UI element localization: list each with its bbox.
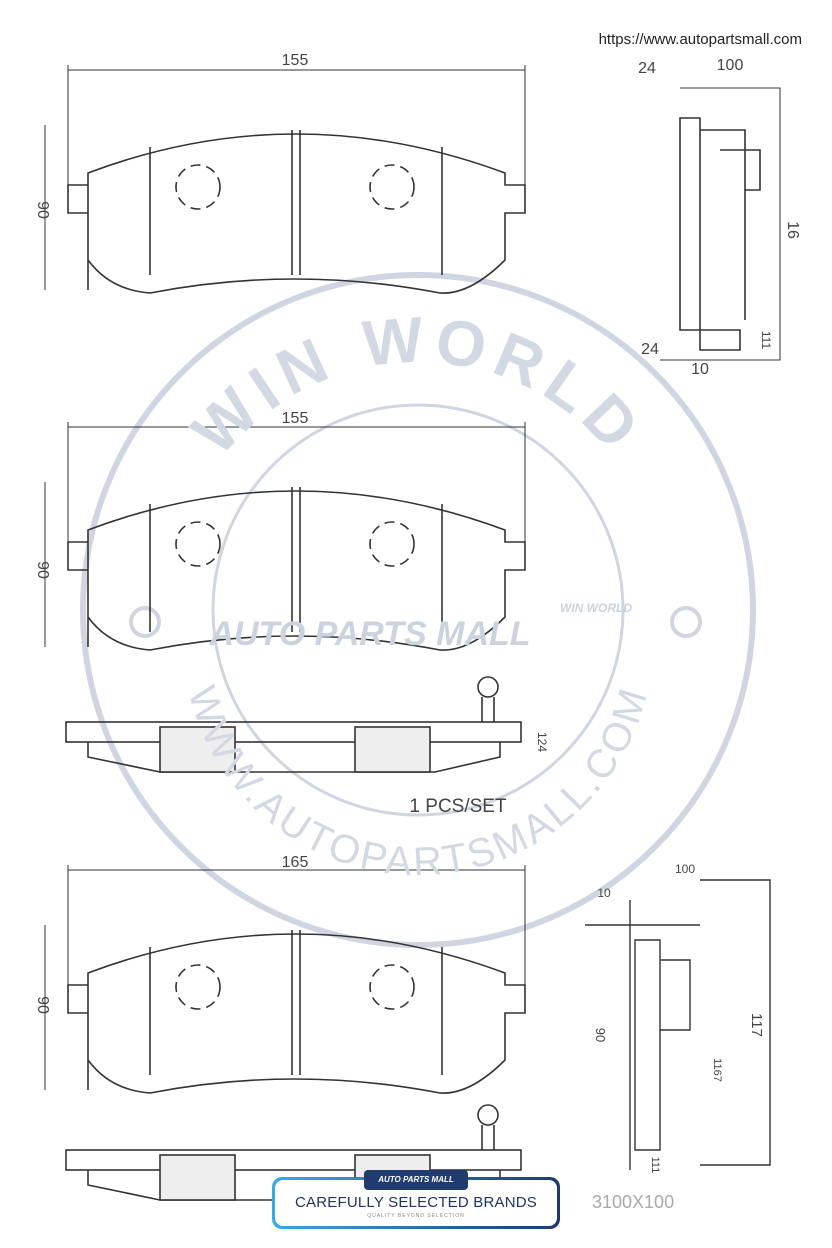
pad-slot <box>149 130 443 275</box>
watermark-logo: AUTO PARTS MALL <box>208 615 530 653</box>
pad-hole <box>369 164 415 210</box>
side-dim-3c: 90 <box>593 1028 608 1042</box>
wear-indicator-clip <box>481 1125 495 1150</box>
wear-indicator <box>477 676 499 698</box>
badge-brand-logo: AUTO PARTS MALL <box>364 1170 468 1190</box>
side-dim-3a: 10 <box>597 886 611 900</box>
backing-plate <box>65 1149 522 1171</box>
pad-slot <box>149 930 443 1075</box>
part-number: 3100X100 <box>592 1192 675 1212</box>
dim-width-3: 165 <box>282 854 309 871</box>
watermark <box>80 272 756 948</box>
dim-width-1: 155 <box>282 52 309 69</box>
pad-slot <box>149 487 443 632</box>
pad-hole <box>369 964 415 1010</box>
side-dim-1a: 24 <box>638 60 656 77</box>
badge-subtitle: QUALITY BEYOND SELECTION <box>367 1213 465 1219</box>
pad-outline <box>67 133 526 294</box>
pad-hole <box>175 521 221 567</box>
side-view-3 <box>585 879 771 1170</box>
side-dim-1f: 111 <box>759 331 773 350</box>
dim-width-2: 155 <box>282 410 309 427</box>
side-dim-3d: 117 <box>748 1013 765 1037</box>
side-dimension-lines <box>660 87 781 361</box>
gear-icon <box>129 606 702 638</box>
dim-height-2: 90 <box>34 561 51 579</box>
badge-title: CAREFULLY SELECTED BRANDS <box>294 1194 537 1211</box>
dim-height-1: 90 <box>34 201 51 219</box>
backing-plate <box>65 721 522 743</box>
side-dim-1c: 16 <box>784 221 801 239</box>
side-dim-1e: 10 <box>691 361 709 378</box>
side-dim-3b: 100 <box>675 862 695 876</box>
side-dim-1d: 24 <box>641 341 659 358</box>
watermark-arc-top: WIN WORLD <box>178 302 658 468</box>
side-dim-3e: 1167 <box>711 1058 723 1082</box>
pad-hole <box>369 521 415 567</box>
wear-indicator-clip <box>481 697 495 722</box>
wear-indicator <box>477 1104 499 1126</box>
side-dim-1b: 100 <box>717 57 744 74</box>
watermark-arc-bottom: WWW.AUTOPARTSMALL.COM <box>179 681 656 884</box>
side-dim-3f: 111 <box>649 1157 661 1174</box>
dim-height-3: 90 <box>34 996 51 1014</box>
friction-block <box>159 726 236 773</box>
friction-material <box>87 742 501 773</box>
quantity-label: 1 PCS/SET <box>409 796 507 817</box>
website-url[interactable]: https://www.autopartsmall.com <box>598 31 802 48</box>
pad-outline <box>67 933 526 1094</box>
dim-thickness-2: 124 <box>535 732 549 752</box>
side-view-1 <box>679 117 761 351</box>
watermark-logo-small: WIN WORLD <box>560 601 632 615</box>
pad-hole <box>175 964 221 1010</box>
friction-block <box>159 1154 236 1201</box>
pad-hole <box>175 164 221 210</box>
friction-block <box>354 726 431 773</box>
